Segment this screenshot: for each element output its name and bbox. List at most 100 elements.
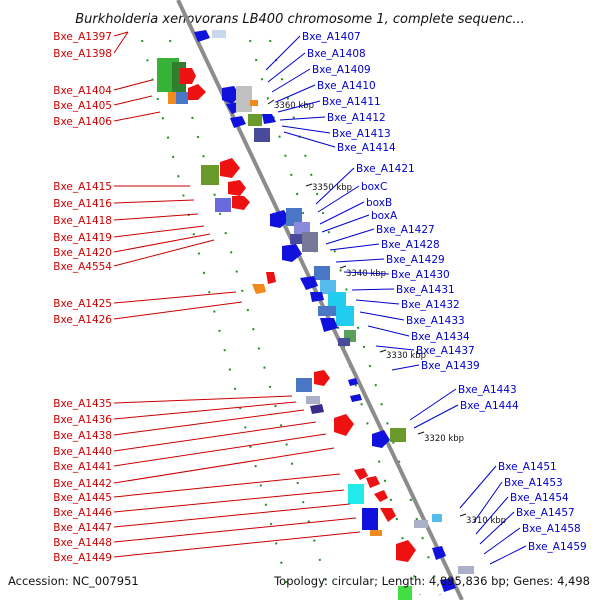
gene-label-left[interactable]: Bxe_A1420 (53, 247, 112, 259)
gene-label-left[interactable]: Bxe_A1397 (53, 31, 112, 43)
gene-label-right[interactable]: Bxe_A1439 (421, 360, 480, 372)
gene-arrow[interactable] (366, 476, 380, 488)
gene-arrow[interactable] (372, 430, 390, 448)
gene-label-left[interactable]: Bxe_A1406 (53, 116, 112, 128)
gene-block[interactable] (362, 508, 378, 530)
gene-label-right[interactable]: Bxe_A1414 (337, 142, 396, 154)
gene-arrow[interactable] (432, 546, 446, 560)
gene-arrow[interactable] (348, 378, 358, 386)
gene-label-right[interactable]: Bxe_A1437 (416, 345, 475, 357)
gene-label-right[interactable]: Bxe_A1458 (522, 523, 581, 535)
gene-label-right[interactable]: Bxe_A1428 (381, 239, 440, 251)
gene-label-right[interactable]: Bxe_A1413 (332, 128, 391, 140)
gene-block[interactable] (328, 292, 346, 306)
gene-block[interactable] (398, 586, 412, 600)
gene-label-right[interactable]: Bxe_A1434 (411, 331, 470, 343)
gene-label-left[interactable]: Bxe_A1448 (53, 537, 112, 549)
gene-block[interactable] (248, 114, 262, 126)
gene-block[interactable] (336, 306, 354, 326)
gene-arrow[interactable] (252, 284, 266, 294)
gene-block[interactable] (254, 128, 270, 142)
gene-label-right[interactable]: Bxe_A1410 (317, 80, 376, 92)
gene-block[interactable] (294, 222, 310, 234)
gene-arrow[interactable] (350, 394, 362, 402)
gene-arrow[interactable] (220, 158, 240, 178)
gene-block[interactable] (168, 92, 178, 104)
gene-label-right[interactable]: Bxe_A1451 (498, 461, 557, 473)
gene-label-right[interactable]: Bxe_A1421 (356, 163, 415, 175)
gene-label-right[interactable]: boxA (371, 210, 398, 222)
gene-label-right[interactable]: Bxe_A1407 (302, 31, 361, 43)
gene-label-left[interactable]: Bxe_A1426 (53, 314, 112, 326)
gene-block[interactable] (290, 234, 308, 244)
gene-block[interactable] (286, 208, 302, 226)
gene-block[interactable] (370, 530, 382, 536)
gene-arrow[interactable] (222, 86, 240, 104)
gene-arrow[interactable] (320, 318, 338, 332)
gene-label-left[interactable]: Bxe_A1440 (53, 446, 112, 458)
gene-label-right[interactable]: Bxe_A1429 (386, 254, 445, 266)
gene-block[interactable] (348, 484, 364, 504)
gene-label-left[interactable]: Bxe_A1398 (53, 48, 112, 60)
gene-label-left[interactable]: Bxe_A1442 (53, 478, 112, 490)
gene-arrow[interactable] (380, 508, 396, 522)
gene-label-right[interactable]: Bxe_A1430 (391, 269, 450, 281)
gene-arrow[interactable] (314, 370, 330, 386)
gene-block[interactable] (201, 165, 219, 185)
gene-label-right[interactable]: Bxe_A1431 (396, 284, 455, 296)
gene-label-left[interactable]: Bxe_A1415 (53, 181, 112, 193)
gene-block[interactable] (302, 232, 318, 252)
gene-arrow[interactable] (310, 404, 324, 414)
gene-block[interactable] (314, 266, 330, 280)
gene-label-right[interactable]: Bxe_A1433 (406, 315, 465, 327)
gene-label-right[interactable]: Bxe_A1411 (322, 96, 381, 108)
gene-arrow[interactable] (188, 84, 206, 100)
gene-label-left[interactable]: Bxe_A1405 (53, 100, 112, 112)
gene-block[interactable] (432, 514, 442, 522)
gene-label-right[interactable]: Bxe_A1408 (307, 48, 366, 60)
gene-arrow[interactable] (262, 114, 276, 124)
gene-label-right[interactable]: boxB (366, 197, 392, 209)
gene-label-right[interactable]: Bxe_A1409 (312, 64, 371, 76)
gene-arrow[interactable] (270, 210, 290, 228)
gene-arrow[interactable] (300, 276, 318, 290)
gene-label-left[interactable]: Bxe_A1447 (53, 522, 112, 534)
gene-block[interactable] (458, 566, 474, 574)
gene-label-left[interactable]: Bxe_A1418 (53, 215, 112, 227)
gene-label-left[interactable]: Bxe_A1419 (53, 232, 112, 244)
gene-label-left[interactable]: Bxe_A1445 (53, 492, 112, 504)
gene-arrow[interactable] (266, 272, 276, 284)
gene-block[interactable] (236, 86, 252, 112)
gene-block[interactable] (215, 198, 231, 212)
gene-arrow[interactable] (354, 468, 368, 480)
gene-block[interactable] (212, 30, 226, 38)
gene-arrow[interactable] (228, 180, 246, 196)
gene-label-right[interactable]: Bxe_A1459 (528, 541, 587, 553)
gene-label-left[interactable]: Bxe_A1446 (53, 507, 112, 519)
gene-label-right[interactable]: Bxe_A1432 (401, 299, 460, 311)
gene-arrow[interactable] (282, 244, 302, 262)
gene-block[interactable] (250, 100, 258, 106)
gene-block[interactable] (306, 396, 320, 404)
gene-block[interactable] (296, 378, 312, 392)
gene-block[interactable] (320, 280, 336, 294)
gene-arrow[interactable] (374, 490, 388, 502)
gene-arrow[interactable] (180, 68, 196, 84)
gene-block[interactable] (414, 520, 428, 528)
gene-arrow[interactable] (310, 292, 324, 302)
gene-block[interactable] (338, 338, 350, 346)
gene-label-left[interactable]: Bxe_A1438 (53, 430, 112, 442)
gene-label-right[interactable]: Bxe_A1444 (460, 400, 519, 412)
gene-block[interactable] (318, 306, 336, 316)
gene-label-left[interactable]: Bxe_A1441 (53, 461, 112, 473)
gene-block[interactable] (390, 428, 406, 442)
gene-arrow[interactable] (232, 196, 250, 210)
gene-label-left[interactable]: Bxe_A1435 (53, 398, 112, 410)
gene-label-left[interactable]: Bxe_A1416 (53, 198, 112, 210)
gene-label-left[interactable]: Bxe_A4554 (53, 261, 112, 273)
gene-arrow[interactable] (334, 414, 354, 436)
gene-label-right[interactable]: Bxe_A1412 (327, 112, 386, 124)
gene-arrow[interactable] (194, 30, 210, 42)
gene-arrow[interactable] (440, 578, 456, 592)
gene-label-left[interactable]: Bxe_A1404 (53, 85, 112, 97)
